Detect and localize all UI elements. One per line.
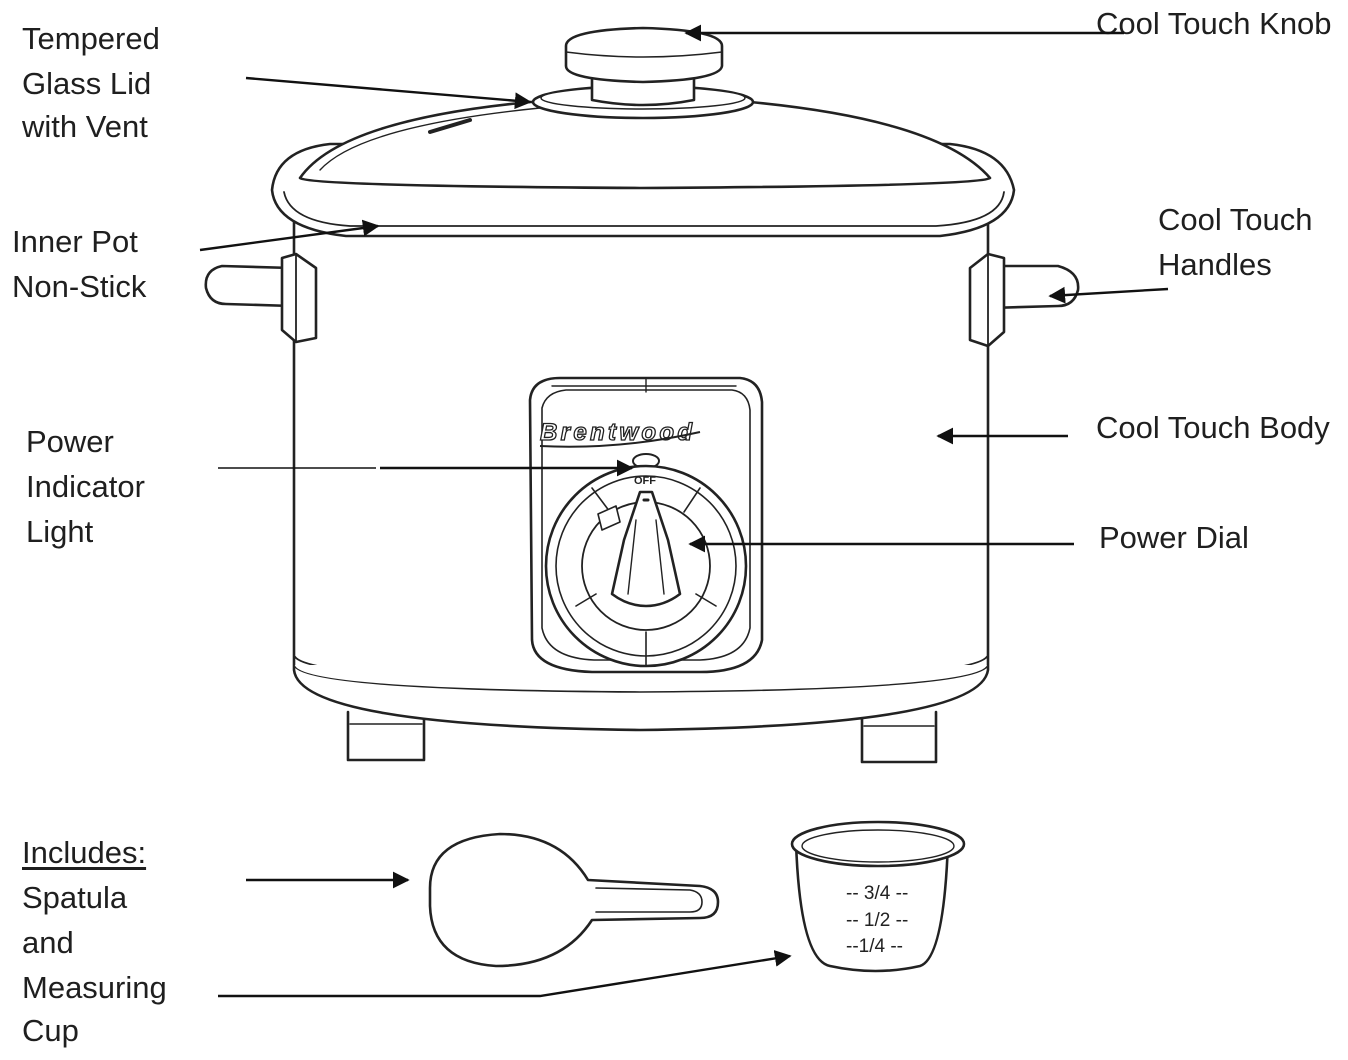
label-power-dial: Power Dial: [1099, 520, 1249, 555]
left-handle: [204, 252, 318, 344]
includes-heading: Includes:: [22, 835, 147, 870]
cup-mark-half: -- 1/2 --: [846, 910, 908, 931]
arrow-handles: [1048, 286, 1169, 304]
arrow-measuring-cup: [218, 950, 792, 998]
dial-off-label: OFF: [634, 475, 656, 487]
label-cool-touch-handles: Cool Touch Handles: [1158, 202, 1313, 282]
arrow-lid: [245, 76, 532, 110]
cooker-feet: [346, 710, 938, 764]
label-cool-touch-body: Cool Touch Body: [1096, 410, 1330, 445]
cup-mark-quarter: --1/4 --: [846, 936, 903, 957]
label-tempered-glass-lid: Tempered Glass Lid with Vent: [22, 21, 160, 144]
measuring-cup: [790, 820, 966, 973]
label-cool-touch-knob: Cool Touch Knob: [1096, 6, 1332, 41]
right-handle: [968, 252, 1080, 348]
label-inner-pot: Inner Pot Non-Stick: [12, 224, 147, 304]
glass-lid: [298, 100, 992, 190]
cup-mark-three-quarter: -- 3/4 --: [846, 883, 908, 904]
label-power-indicator-light: Power Indicator Light: [26, 424, 145, 549]
power-dial: [544, 464, 748, 668]
label-includes: Includes: Spatula and Measuring Cup: [22, 830, 167, 1053]
spatula: [428, 832, 720, 968]
arrow-inner-pot: [199, 219, 380, 252]
lid-knob: [531, 26, 755, 120]
